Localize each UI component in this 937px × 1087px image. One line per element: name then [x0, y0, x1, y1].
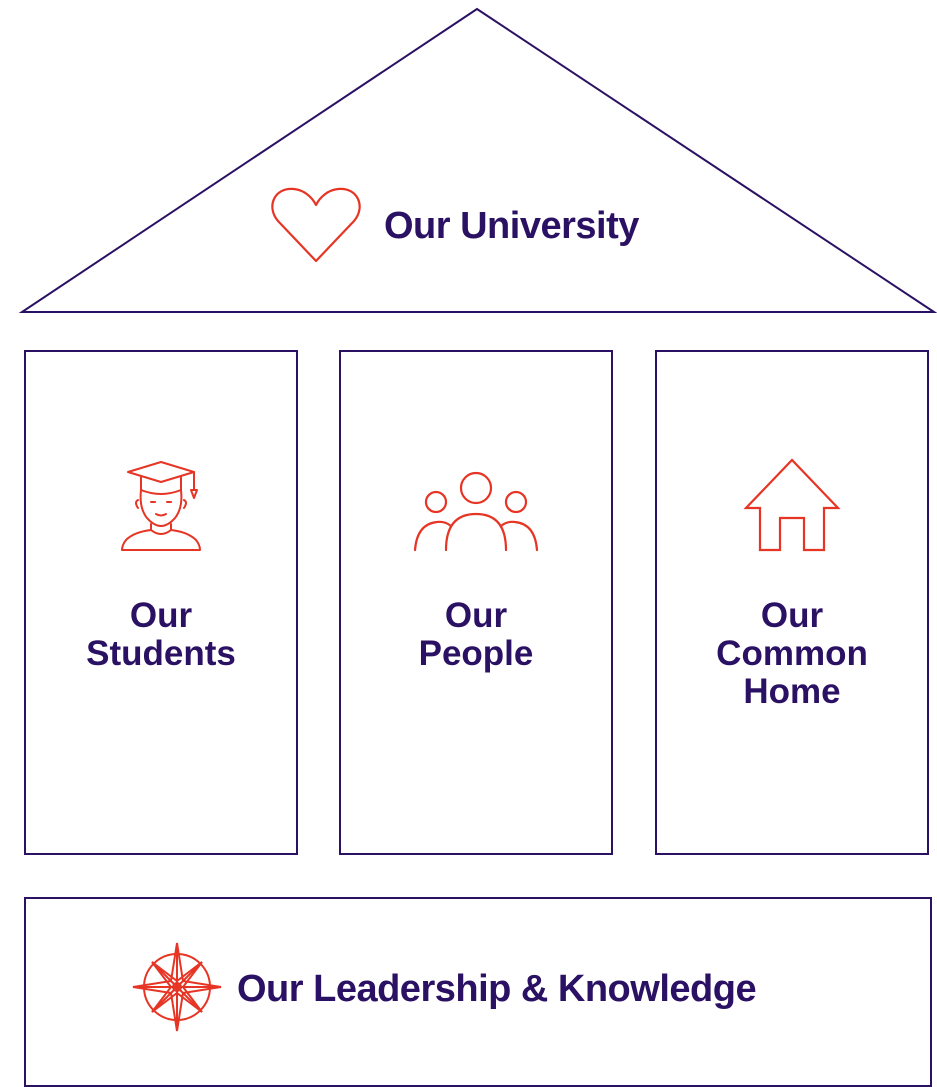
people-group-icon: [411, 470, 541, 559]
pillar-label: Our People: [341, 597, 611, 673]
pillar-label: Our Students: [26, 597, 296, 673]
pillar-label-line: Common: [716, 634, 868, 673]
pillar-label-line: Students: [86, 634, 236, 673]
pillar-label-line: Home: [743, 672, 841, 711]
foundation-title: Our Leadership & Knowledge: [237, 968, 757, 1010]
graduate-icon: [114, 460, 208, 557]
roof-label: Our University: [270, 183, 639, 270]
compass-icon: [131, 941, 223, 1038]
pillar-label: Our Common Home: [657, 597, 927, 711]
roof-shape: [18, 7, 937, 313]
pillar-label-line: Our: [760, 596, 824, 635]
pillar-label-line: Our: [129, 596, 193, 635]
pillar-label-line: People: [418, 634, 534, 673]
pillar-label-line: Our: [444, 596, 508, 635]
house-icon: [742, 456, 842, 557]
pillar-our-students: Our Students: [24, 350, 298, 855]
heart-icon: [270, 183, 362, 270]
foundation: Our Leadership & Knowledge: [24, 897, 932, 1087]
roof-title: Our University: [384, 205, 639, 247]
pillar-our-common-home: Our Common Home: [655, 350, 929, 855]
pillar-our-people: Our People: [339, 350, 613, 855]
foundation-label: Our Leadership & Knowledge: [131, 941, 757, 1038]
